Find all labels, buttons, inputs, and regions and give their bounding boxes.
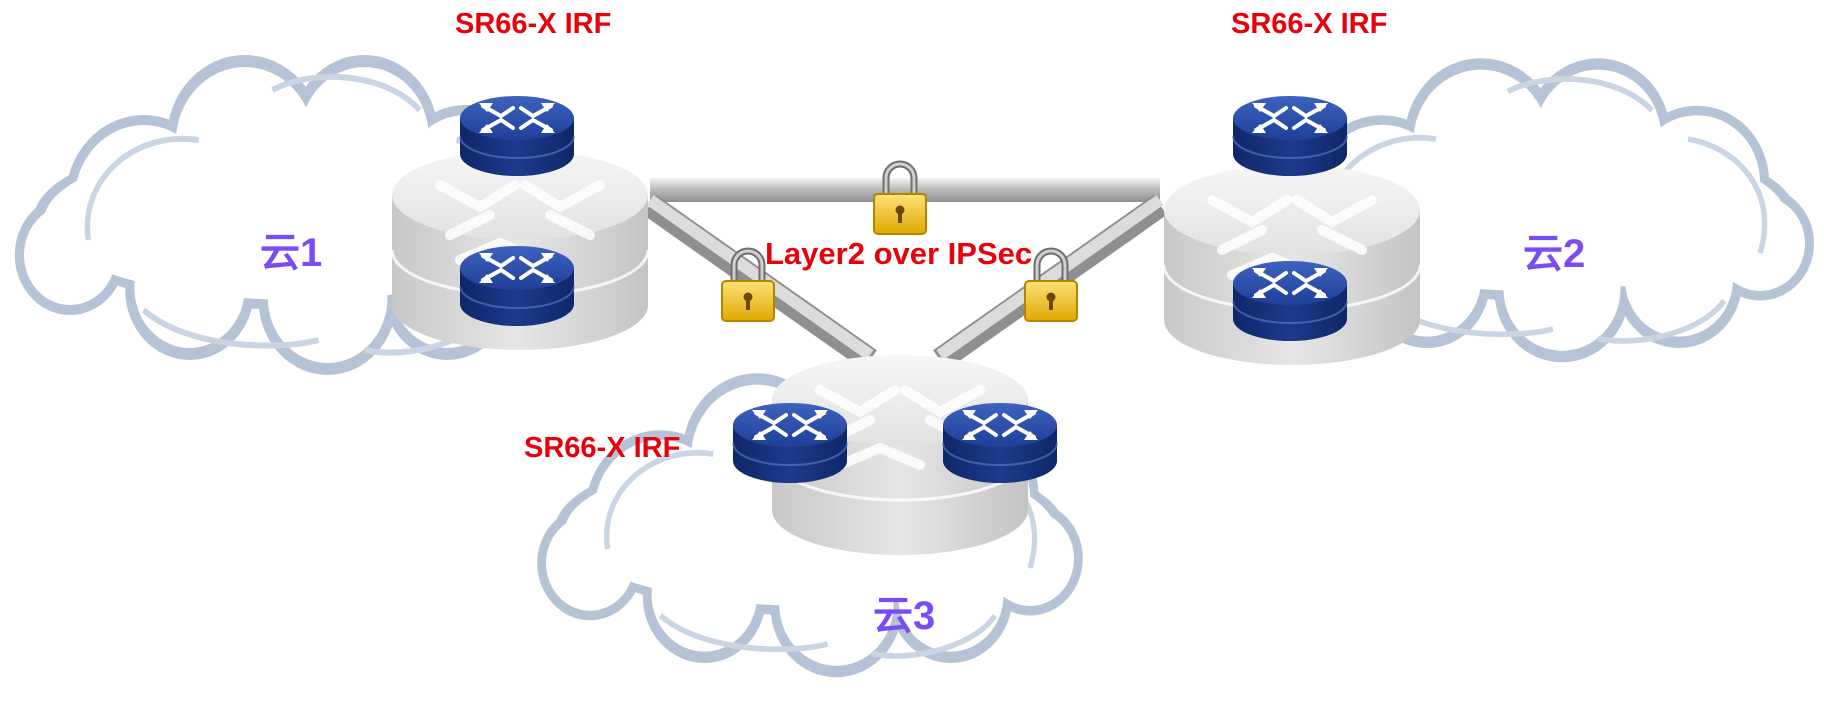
router-icon: [1231, 259, 1349, 343]
router-icon: [458, 244, 576, 328]
router-icon: [941, 401, 1059, 485]
cloud-label-2: 云2: [1523, 232, 1586, 276]
cloud-label-1: 云1: [260, 231, 323, 275]
irf-cluster-3: [731, 355, 1059, 555]
link-label: Layer2 over IPSec: [765, 236, 1033, 271]
cloud-label-3: 云3: [873, 594, 936, 638]
router-icon: [731, 401, 849, 485]
device-label-1: SR66-X IRF: [455, 8, 612, 40]
padlock-icon: [874, 164, 926, 234]
device-label-2: SR66-X IRF: [1231, 8, 1388, 40]
router-icon: [458, 94, 576, 178]
device-label-3: SR66-X IRF: [524, 432, 681, 464]
router-icon: [1231, 94, 1349, 178]
